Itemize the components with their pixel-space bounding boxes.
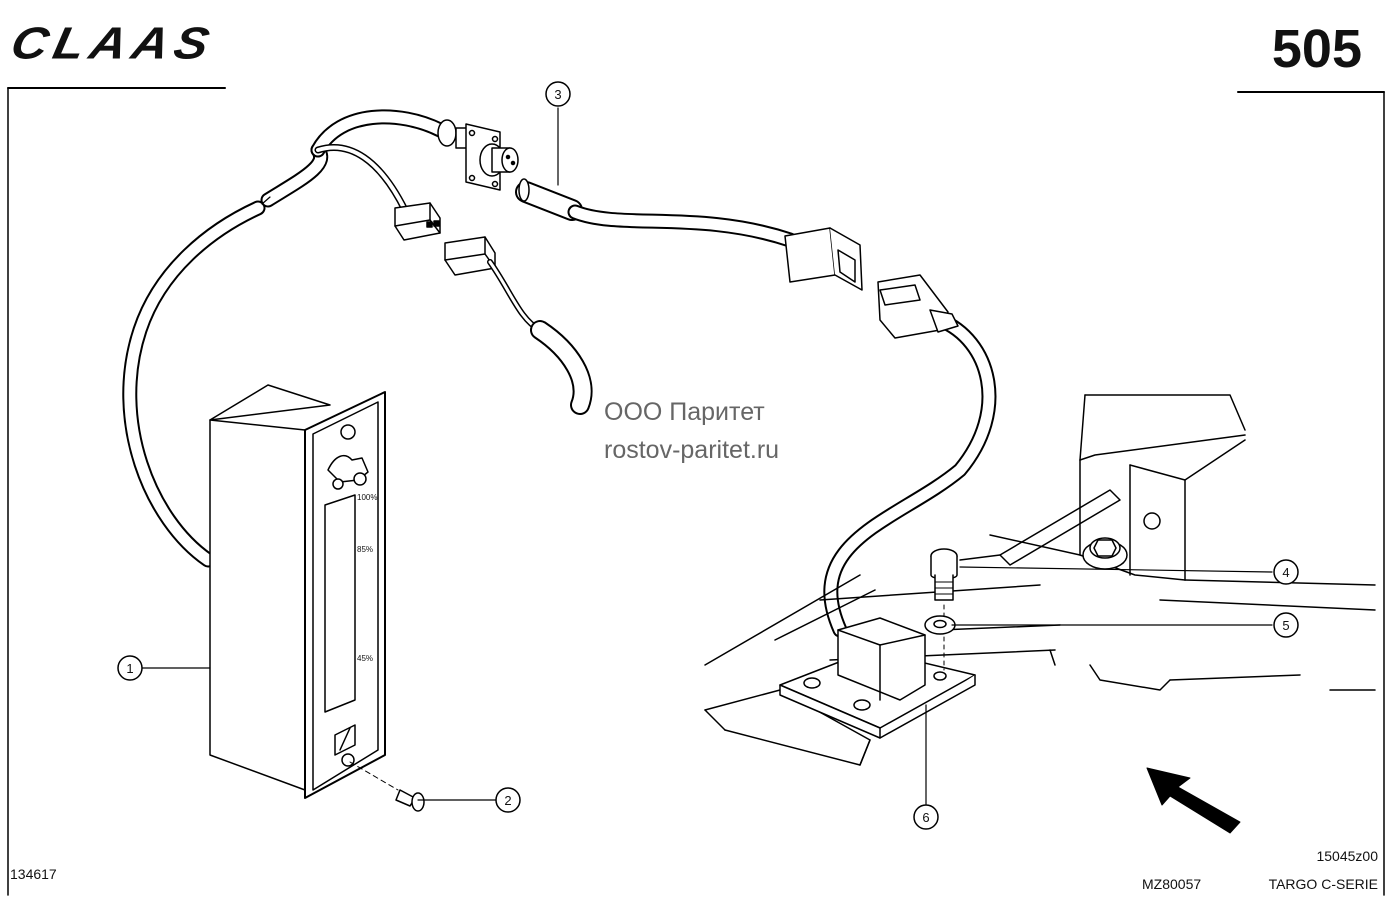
cap-screw xyxy=(930,548,958,671)
callout-6-circle xyxy=(913,804,939,830)
dt-connector-pair xyxy=(784,227,959,339)
callouts xyxy=(117,81,1299,830)
brand-logo: CLAAS xyxy=(6,17,220,69)
gauge-100-label: 100% xyxy=(357,493,377,502)
callout-2: 2 xyxy=(504,793,511,808)
page-number: 505 xyxy=(1271,19,1362,79)
model-code: MZ80057 xyxy=(1142,876,1202,892)
mounting-frame xyxy=(704,394,1376,766)
callout-4-circle xyxy=(1273,559,1299,585)
direction-arrow xyxy=(1146,767,1241,834)
drawing-code: 134617 xyxy=(10,866,57,882)
callout-1: 1 xyxy=(126,661,133,676)
watermark-url: rostov-paritet.ru xyxy=(604,436,780,464)
callout-2-circle xyxy=(495,787,521,813)
callout-3: 3 xyxy=(554,87,561,102)
callout-5-circle xyxy=(1273,612,1299,638)
rivet xyxy=(349,761,425,812)
watermark-company: ООО Паритет xyxy=(604,398,765,426)
washer xyxy=(924,615,956,635)
gauge-85-label: 85% xyxy=(357,545,373,554)
callout-3-circle xyxy=(545,81,571,107)
flange-connector xyxy=(437,119,519,191)
leader-lines xyxy=(141,107,1273,805)
callout-5: 5 xyxy=(1282,618,1289,633)
small-plug-pair xyxy=(394,202,593,415)
cable-main xyxy=(122,109,448,568)
series-label: TARGO C-SERIE xyxy=(1268,876,1378,892)
sensor-block xyxy=(779,617,976,739)
display-unit: 100% 85% 45% xyxy=(209,384,386,799)
callout-1-circle xyxy=(117,655,143,681)
cable-sensor xyxy=(515,178,997,638)
reference-code: 15045z00 xyxy=(1316,848,1378,864)
callout-4: 4 xyxy=(1282,565,1289,580)
gauge-45-label: 45% xyxy=(357,654,373,663)
callout-6: 6 xyxy=(922,810,929,825)
